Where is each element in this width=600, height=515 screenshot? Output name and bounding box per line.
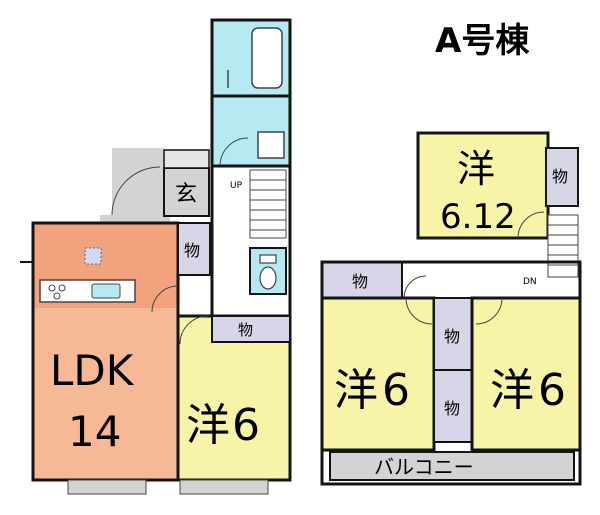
- ldk-storage: [177, 222, 211, 276]
- balcony: [329, 451, 575, 481]
- toilet-icon: [259, 266, 277, 290]
- ldk-door-swing: [151, 285, 179, 313]
- washroom-door-swing: [219, 137, 249, 167]
- kitchen-counter: [39, 279, 136, 303]
- toilet-tank-icon: [259, 254, 277, 264]
- building-title: A号棟: [435, 21, 530, 61]
- first-floor: 玄 UP: [20, 18, 292, 495]
- entrance-label: 玄: [175, 182, 197, 207]
- ldk-size-label: 14: [68, 407, 121, 456]
- western-room-right-name: 洋: [490, 365, 534, 416]
- stairs-up-label: UP: [230, 181, 243, 191]
- washbasin-icon: [257, 131, 285, 159]
- room-1f-door-swing: [179, 315, 209, 345]
- western-room-right: [470, 296, 582, 452]
- room-1f-window-bottom: [179, 479, 269, 495]
- shoe-closet: [163, 149, 210, 169]
- bathtub-icon: [251, 27, 283, 89]
- mid-storage-bottom: [433, 369, 473, 443]
- stove-burner-icon: [53, 292, 61, 300]
- ldk-name-label: LDK: [50, 346, 135, 395]
- entrance-door-swing: [111, 166, 161, 216]
- western-room-1f-size: 6: [232, 400, 260, 451]
- kitchen-sink-icon: [91, 283, 121, 299]
- porch-area: [112, 148, 164, 216]
- stairs-up: [249, 169, 287, 239]
- ldk-living-area: [33, 308, 178, 480]
- stairs-down: [547, 214, 579, 278]
- porch-step: [100, 215, 170, 223]
- western-room-1f-name: 洋: [186, 400, 230, 451]
- top-room-storage-label: 物: [552, 167, 568, 186]
- hall-storage-door-swing: [403, 275, 427, 299]
- ldk-storage-label: 物: [184, 241, 200, 260]
- stove-burner-icon: [58, 284, 66, 292]
- range-hood-icon: [84, 247, 102, 265]
- room-1f-storage: [211, 315, 291, 343]
- western-room-top-size: 6.12: [440, 197, 516, 237]
- hall-storage-label: 物: [352, 272, 368, 291]
- stove-burner-icon: [48, 284, 56, 292]
- top-room-door-swing: [517, 211, 545, 239]
- second-floor-outline: [320, 260, 582, 486]
- right-room-door-swing: [475, 297, 503, 325]
- balcony-label: バルコニー: [374, 455, 474, 479]
- mid-storage-top-label: 物: [444, 327, 460, 346]
- top-room-storage: [545, 147, 579, 207]
- western-room-top: [416, 131, 550, 240]
- ldk-window-bottom: [67, 479, 147, 495]
- western-room-right-size: 6: [538, 365, 566, 416]
- western-room-top-name: 洋: [457, 147, 495, 191]
- room-1f-storage-label: 物: [238, 321, 253, 339]
- western-room-left-name: 洋: [334, 365, 378, 416]
- western-room-left-size: 6: [382, 365, 410, 416]
- hall-storage: [321, 261, 403, 299]
- left-room-door-swing: [405, 297, 433, 325]
- western-room-1f: [176, 314, 292, 482]
- mid-storage-bottom-label: 物: [444, 399, 460, 418]
- stairs-down-label: DN: [523, 277, 537, 287]
- second-floor: 物 洋 6.12 DN 物 洋 6 物 物 洋 6: [320, 131, 582, 486]
